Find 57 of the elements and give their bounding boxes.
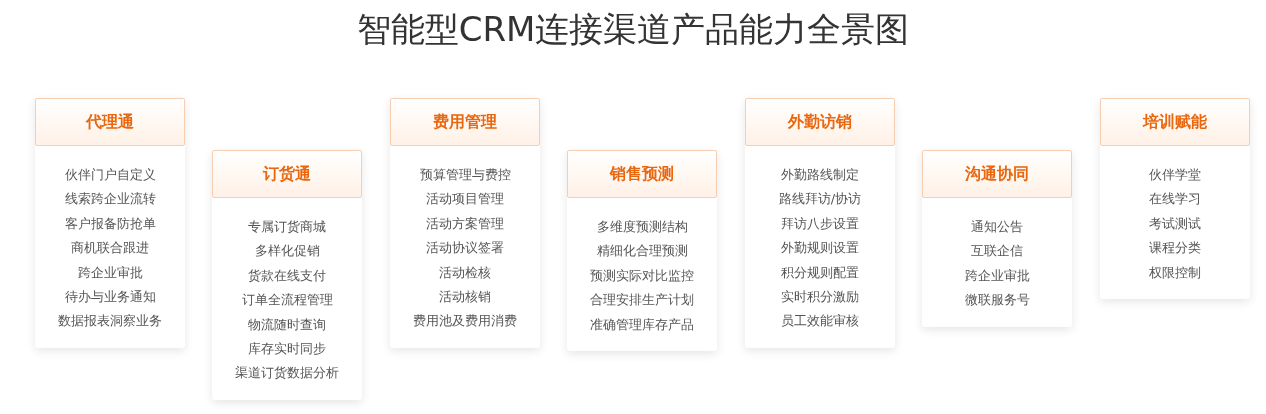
feature-item: 权限控制 — [1148, 263, 1202, 282]
feature-item: 员工效能审核 — [780, 312, 860, 331]
feature-item: 渠道订货数据分析 — [234, 364, 340, 383]
feature-item: 活动方案管理 — [425, 214, 505, 233]
card-title: 培训赋能 — [1100, 98, 1250, 146]
feature-item: 活动协议签署 — [425, 239, 505, 258]
feature-item: 伙伴门户自定义 — [63, 166, 157, 184]
feature-item: 订单全流程管理 — [240, 291, 334, 310]
feature-item: 物流随时查询 — [247, 315, 327, 334]
feature-card — [35, 98, 185, 348]
card-title: 沟通协同 — [922, 150, 1072, 198]
feature-item: 预算管理与费控 — [418, 166, 512, 184]
feature-card — [212, 150, 362, 400]
feature-item: 拜访八步设置 — [780, 214, 860, 233]
feature-item: 微联服务号 — [963, 291, 1031, 310]
feature-item: 跨企业审批 — [963, 266, 1031, 285]
feature-item: 路线拜访/协访 — [777, 190, 863, 209]
feature-item: 实时积分激励 — [780, 288, 860, 307]
feature-item: 准确管理库存产品 — [589, 315, 695, 334]
feature-item: 线索跨企业流转 — [63, 190, 157, 209]
feature-item: 预测实际对比监控 — [589, 266, 695, 285]
feature-item: 考试测试 — [1148, 214, 1202, 233]
feature-item: 积分规则配置 — [780, 263, 860, 282]
card-title: 代理通 — [35, 98, 185, 146]
card-title: 费用管理 — [390, 98, 540, 146]
feature-item: 通知公告 — [970, 218, 1024, 236]
feature-item: 外勤路线制定 — [780, 166, 860, 184]
feature-card — [390, 98, 540, 348]
feature-item: 费用池及费用消费 — [412, 312, 518, 331]
feature-item: 合理安排生产计划 — [589, 291, 695, 310]
feature-card — [1100, 98, 1250, 300]
feature-item: 商机联合跟进 — [70, 239, 150, 258]
feature-item: 互联企信 — [970, 242, 1024, 261]
diagram-title: 智能型CRM连接渠道产品能力全景图 — [355, 8, 911, 51]
feature-item: 外勤规则设置 — [780, 239, 860, 258]
feature-item: 课程分类 — [1148, 239, 1202, 258]
feature-item: 数据报表洞察业务 — [57, 312, 163, 331]
feature-item: 活动核销 — [438, 288, 492, 307]
feature-item: 精细化合理预测 — [595, 242, 689, 261]
feature-item: 客户报备防抢单 — [63, 214, 157, 233]
card-title: 销售预测 — [567, 150, 717, 198]
feature-card — [922, 150, 1072, 327]
feature-item: 活动项目管理 — [425, 190, 505, 209]
card-title: 订货通 — [212, 150, 362, 198]
feature-item: 在线学习 — [1148, 190, 1202, 209]
feature-item: 伙伴学堂 — [1148, 166, 1202, 184]
feature-item: 多维度预测结构 — [595, 218, 689, 236]
feature-item: 多样化促销 — [253, 242, 321, 261]
feature-item: 货款在线支付 — [247, 266, 327, 285]
card-title: 外勤访销 — [745, 98, 895, 146]
feature-item: 库存实时同步 — [247, 340, 327, 359]
feature-item: 专属订货商城 — [247, 218, 327, 236]
feature-card — [567, 150, 717, 352]
feature-card — [745, 98, 895, 348]
feature-item: 跨企业审批 — [76, 263, 144, 282]
feature-item: 待办与业务通知 — [63, 288, 157, 307]
feature-item: 活动检核 — [438, 263, 492, 282]
